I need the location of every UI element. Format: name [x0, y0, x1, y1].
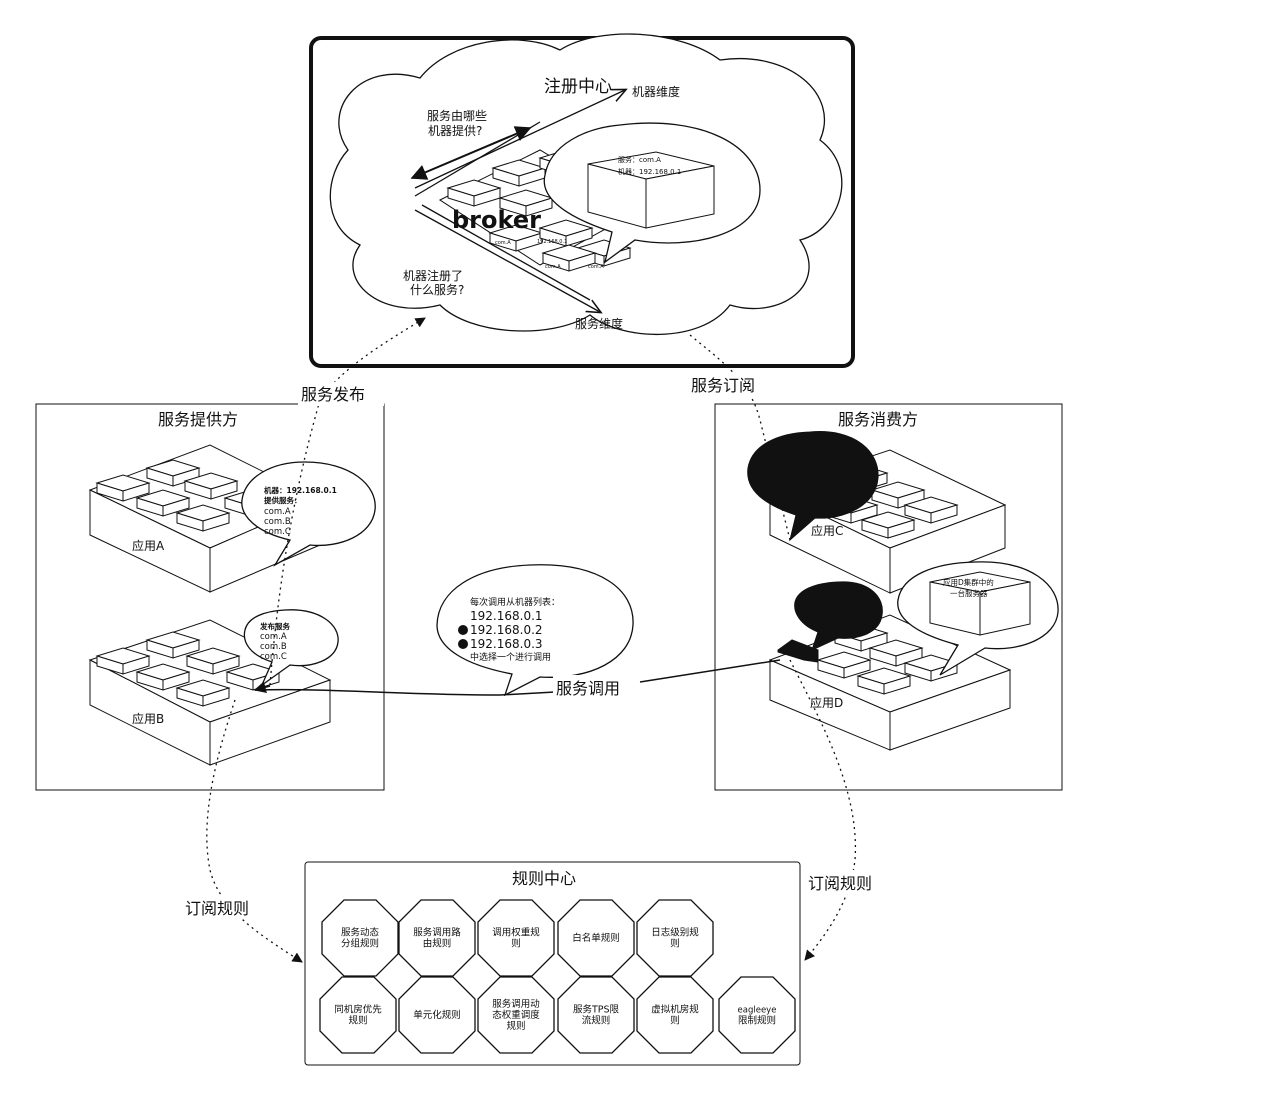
- bubble-a-machine: 机器：192.168.0.1: [264, 485, 337, 495]
- zoomed-server-cube: [587, 151, 715, 229]
- rule-label: 规则: [348, 1015, 367, 1027]
- bubble-a-svc3: com.C: [264, 527, 291, 537]
- call-bubble-footer: 中选择一个进行调用: [470, 651, 551, 663]
- rule-label: 虚拟机房规: [651, 1004, 699, 1016]
- service-provider-panel: 服务提供方 应用A 应用B 机器：19: [35, 403, 385, 791]
- call-bubble-header: 每次调用从机器列表：: [470, 596, 560, 608]
- rule-label: 白名单规则: [572, 932, 620, 944]
- broker-label: broker: [452, 206, 541, 234]
- rule-label: 服务TPS限: [573, 1004, 620, 1016]
- service-consumer-panel: 服务消费方 应用C 应用D: [714, 403, 1063, 791]
- call-bubble-ip2: 192.168.0.2: [470, 623, 543, 637]
- question-register-line2: 什么服务?: [410, 282, 464, 297]
- registry-center: 注册中心 机器维度 服务维度 服务由哪些 机器提供? 机器注册了 什么服务? b…: [309, 33, 855, 368]
- rule-item: 单元化规则: [398, 976, 476, 1054]
- consumer-title: 服务消费方: [838, 410, 918, 429]
- connectors: [206, 317, 857, 963]
- bubble-d-line2: 一台服务器: [950, 588, 988, 598]
- publish-label: 服务发布: [301, 385, 365, 404]
- bubble-d-line1: 应用D集群中的: [943, 577, 994, 587]
- rules-right-path: [789, 659, 857, 961]
- rule-label: 由规则: [423, 938, 452, 950]
- question-provide-line2: 机器提供?: [428, 123, 482, 138]
- registry-title: 注册中心: [544, 77, 612, 97]
- rule-label: 则: [670, 938, 680, 950]
- rule-label: 态权重调度: [492, 1009, 540, 1021]
- provider-bubble-b: [243, 609, 339, 687]
- rule-label: 服务调用路: [413, 927, 461, 939]
- rule-item: 白名单规则: [557, 899, 635, 977]
- rules-list: 服务动态分组规则服务调用路由规则调用权重规则白名单规则日志级别规则同机房优先规则…: [319, 899, 796, 1054]
- rule-label: 服务调用动: [492, 998, 540, 1010]
- zoom-machine-text: 机器：192.168.0.1: [618, 167, 681, 176]
- call-bubble-ip3: 192.168.0.3: [470, 637, 543, 651]
- cube-label-1: com.A: [495, 240, 511, 246]
- rules-left-label: 订阅规则: [185, 899, 249, 918]
- rule-label: 限制规则: [738, 1015, 776, 1027]
- zoom-service-text: 服务：com.A: [618, 155, 661, 164]
- machine-dimension-label: 机器维度: [632, 84, 680, 99]
- bubble-a-svc2: com.B: [264, 517, 291, 527]
- publish-path: [269, 317, 426, 686]
- rule-label: 则: [511, 938, 521, 950]
- ip3-marker-icon: [458, 639, 468, 649]
- bubble-b-svc2: com.B: [260, 642, 287, 652]
- question-provide-line1: 服务由哪些: [427, 108, 487, 123]
- app-d-black-bubble: [794, 581, 883, 651]
- rules-center: 规则中心 服务动态分组规则服务调用路由规则调用权重规则白名单规则日志级别规则同机…: [304, 861, 801, 1066]
- rules-left-path: [206, 699, 303, 963]
- app-d-label: 应用D: [810, 695, 843, 710]
- bubble-b-publish: 发布服务: [259, 621, 290, 631]
- rules-right-label: 订阅规则: [808, 874, 872, 893]
- provide-bidirectional-arrow: [410, 126, 532, 180]
- app-d-selected-server: [777, 639, 819, 663]
- bubble-b-svc1: com.A: [260, 632, 287, 642]
- bubble-a-svc1: com.A: [264, 507, 291, 517]
- invoke-label: 服务调用: [556, 679, 620, 698]
- question-register-line1: 机器注册了: [403, 268, 463, 283]
- app-a-label: 应用A: [132, 538, 165, 553]
- bubble-b-svc3: com.C: [260, 652, 287, 662]
- rule-label: eagleeye: [738, 1006, 777, 1016]
- cube-label-3: com.A: [545, 264, 561, 270]
- rule-label: 日志级别规: [651, 927, 699, 939]
- cube-label-2: 192.168.0.1: [537, 239, 567, 245]
- rule-label: 同机房优先: [334, 1004, 382, 1016]
- bubble-a-provides: 提供服务：: [264, 495, 302, 505]
- service-dimension-label: 服务维度: [575, 316, 623, 331]
- rule-label: 调用权重规: [492, 927, 540, 939]
- rule-label: 分组规则: [341, 938, 379, 950]
- rule-label: 单元化规则: [413, 1009, 461, 1021]
- rule-label: 规则: [506, 1020, 525, 1032]
- app-c-black-bubble: [747, 431, 879, 542]
- invoke-path: [254, 659, 781, 696]
- app-b-platform: [88, 619, 332, 766]
- rule-label: 则: [670, 1015, 680, 1027]
- rule-label: 服务动态: [341, 927, 380, 939]
- subscribe-label: 服务订阅: [691, 376, 755, 395]
- cube-label-4: com.A: [588, 264, 604, 270]
- provider-bubble-a: [241, 461, 376, 567]
- rule-label: 流规则: [582, 1015, 611, 1027]
- app-c-label: 应用C: [811, 523, 843, 538]
- provider-title: 服务提供方: [158, 410, 238, 429]
- bubble-d-server-cube: [929, 571, 1031, 636]
- app-b-label: 应用B: [132, 711, 164, 726]
- ip2-marker-icon: [458, 625, 468, 635]
- service-dimension-arrow: [414, 209, 600, 312]
- call-bubble-ip1: 192.168.0.1: [470, 609, 543, 623]
- rules-title: 规则中心: [512, 869, 576, 888]
- subscribe-path: [689, 334, 791, 541]
- invoke-bubble: 每次调用从机器列表： 192.168.0.1 192.168.0.2 192.1…: [436, 564, 634, 697]
